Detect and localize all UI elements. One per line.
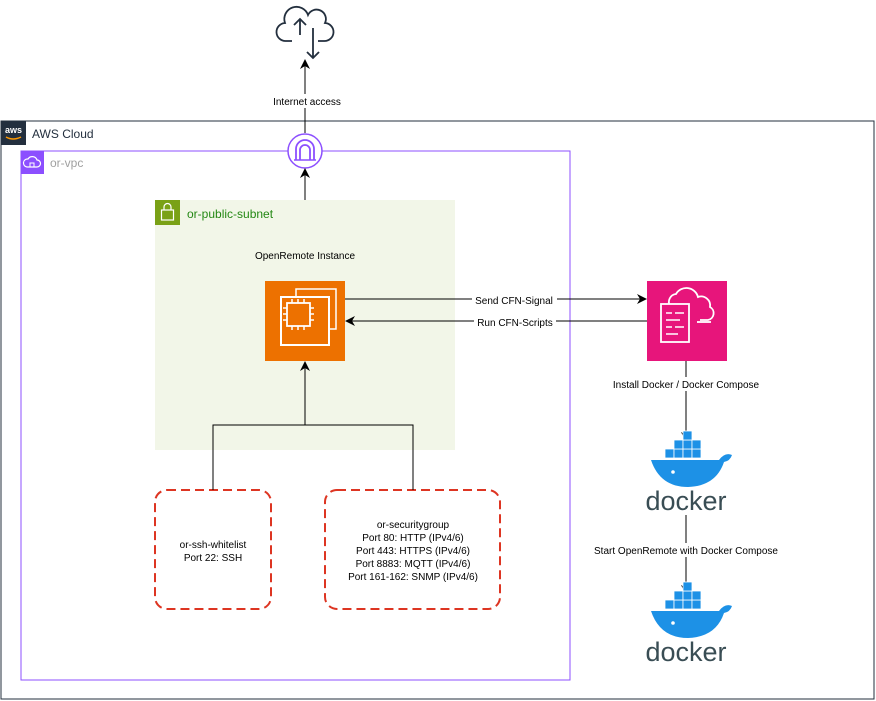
cloudformation-icon <box>647 281 727 361</box>
aws-cloud-group: aws AWS Cloud <box>0 120 875 700</box>
start-openremote-label: Start OpenRemote with Docker Compose <box>594 546 778 557</box>
send-signal-label-bg <box>472 294 557 306</box>
send-signal-label: Send CFN-Signal <box>475 296 553 307</box>
install-docker-label: Install Docker / Docker Compose <box>613 380 760 391</box>
internet-label: Internet access <box>273 97 341 108</box>
start-openremote-label-bg <box>584 543 789 557</box>
docker-logo-start: docker <box>645 581 732 667</box>
docker-wordmark: docker <box>645 486 726 516</box>
vpc-label: or-vpc <box>50 156 83 170</box>
docker-logo-install: docker <box>645 430 732 516</box>
sg-main-line-2: Port 80: HTTP (IPv4/6) <box>362 533 464 544</box>
docker-whale-icon <box>651 581 732 638</box>
docker-wordmark: docker <box>645 637 726 667</box>
vpc-icon <box>21 151 44 174</box>
subnet-label: or-public-subnet <box>187 207 274 221</box>
run-scripts-label-bg <box>474 316 556 328</box>
install-docker-label-bg <box>604 377 768 391</box>
sg-ssh-group: or-ssh-whitelist Port 22: SSH <box>154 489 272 610</box>
docker-whale-icon <box>651 430 732 487</box>
ec2-chip-icon <box>265 281 345 361</box>
sg-main-line-4: Port 8883: MQTT (IPv4/6) <box>356 559 471 570</box>
cloud-upload-download-icon <box>275 5 335 60</box>
aws-cloud-border <box>0 120 875 700</box>
sg-main-line-3: Port 443: HTTPS (IPv4/6) <box>356 546 470 557</box>
sg-main-line-5: Port 161-162: SNMP (IPv4/6) <box>348 572 478 583</box>
vpc-group: or-vpc <box>20 150 571 681</box>
edge-sg-bracket <box>212 424 414 490</box>
run-scripts-label: Run CFN-Scripts <box>477 318 553 329</box>
sg-ssh-line-2: Port 22: SSH <box>184 553 242 564</box>
aws-logo-text: aws <box>5 125 22 135</box>
sg-ssh-line-1: or-ssh-whitelist <box>180 540 247 551</box>
sg-main-line-1: or-securitygroup <box>377 520 450 531</box>
aws-logo-icon: aws <box>1 121 26 145</box>
sg-main-group: or-securitygroup Port 80: HTTP (IPv4/6) … <box>324 489 501 610</box>
instance-label: OpenRemote Instance <box>255 251 355 262</box>
aws-cloud-label: AWS Cloud <box>32 127 94 141</box>
internet-label-bg <box>266 94 348 108</box>
subnet-lock-icon <box>155 200 180 225</box>
internet-gateway-icon <box>287 133 323 169</box>
